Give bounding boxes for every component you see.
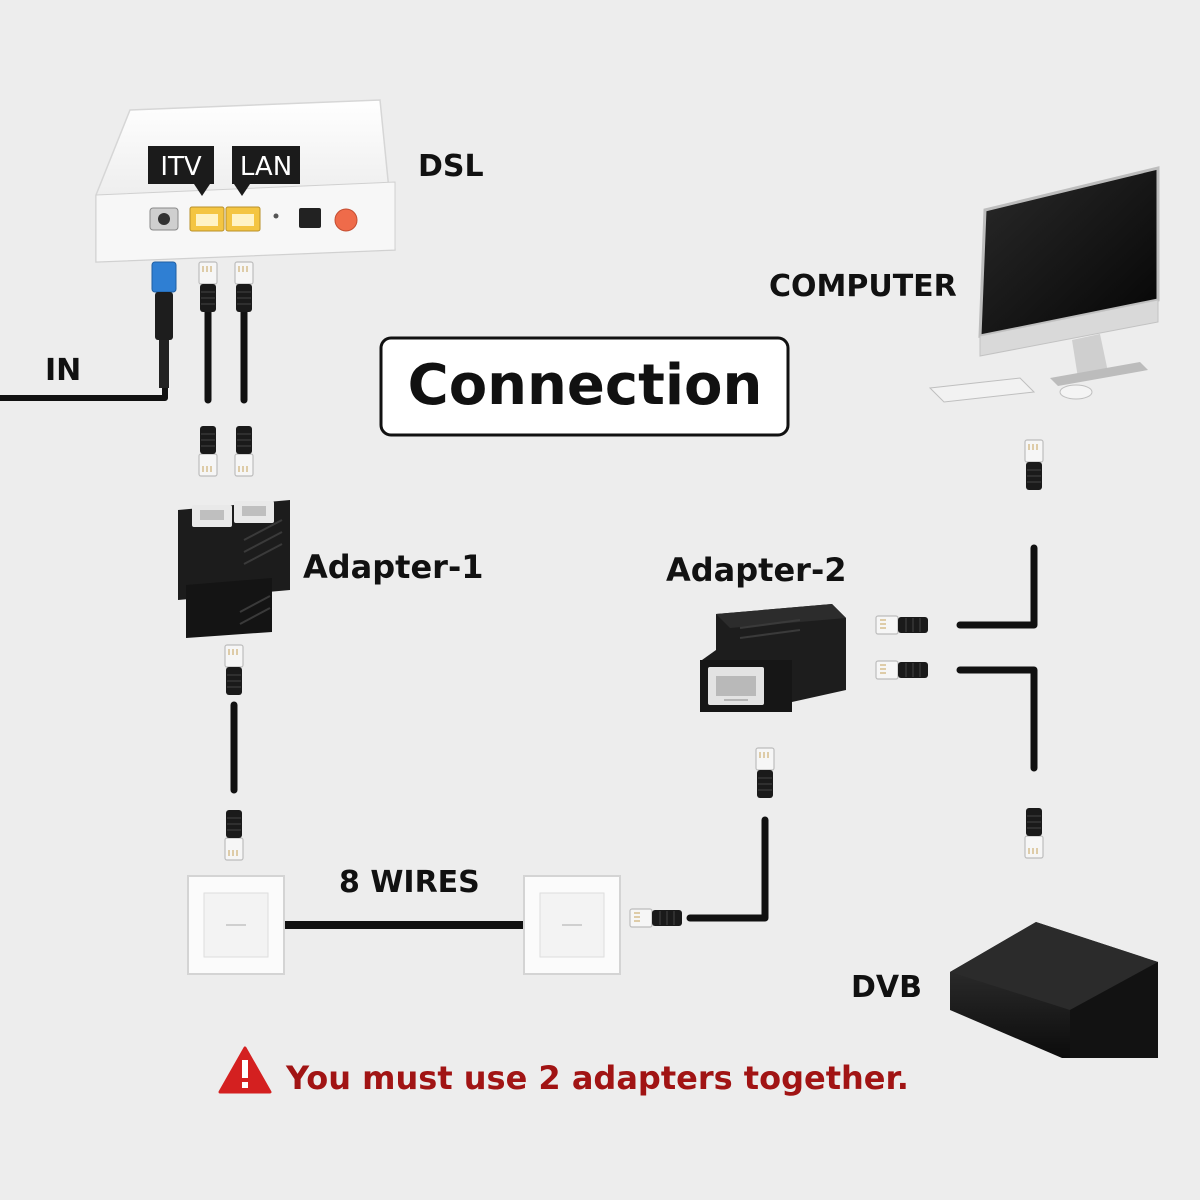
rj45-plug — [234, 425, 254, 477]
dvb-label: DVB — [851, 970, 922, 1005]
dsl-label: DSL — [418, 149, 484, 184]
warning-triangle-icon — [218, 1046, 272, 1094]
rj45-plug — [224, 809, 244, 861]
fiber-connector — [151, 261, 177, 388]
rj45-plug — [875, 615, 929, 635]
wall-plate-right — [523, 875, 621, 975]
warning-notice: You must use 2 adapters together. — [218, 1046, 909, 1097]
adapter-1-label: Adapter-1 — [303, 548, 484, 586]
wires-label: 8 WIRES — [339, 865, 480, 900]
lan-tag: LAN — [232, 146, 300, 196]
computer — [928, 166, 1160, 403]
in-label: IN — [45, 353, 81, 388]
itv-tag: ITV — [148, 146, 214, 196]
adapter-2 — [700, 604, 846, 712]
diagram-title: Connection — [408, 353, 763, 418]
mouse — [1059, 384, 1093, 400]
itv-label: ITV — [160, 152, 202, 182]
computer-label: COMPUTER — [769, 269, 957, 304]
rj45-plug — [234, 261, 254, 313]
rj45-plug — [1024, 807, 1044, 859]
rj45-plug — [629, 908, 683, 928]
rj45-plug — [875, 660, 929, 680]
power-button — [334, 208, 358, 232]
rj45-plug — [1024, 439, 1044, 491]
power-socket — [299, 208, 321, 228]
adapter-2-label: Adapter-2 — [666, 551, 847, 589]
adapter-1 — [178, 500, 290, 638]
title-box: Connection — [379, 336, 790, 437]
rj45-plug — [198, 425, 218, 477]
warning-text: You must use 2 adapters together. — [285, 1059, 909, 1097]
dsl-router — [95, 99, 396, 263]
dvb-box — [950, 922, 1158, 1058]
keyboard — [928, 377, 1036, 403]
rj45-plug — [224, 644, 244, 696]
rj45-plug — [755, 747, 775, 799]
rj45-plug — [198, 261, 218, 313]
wall-plate-left — [187, 875, 285, 975]
lan-label: LAN — [240, 152, 292, 182]
